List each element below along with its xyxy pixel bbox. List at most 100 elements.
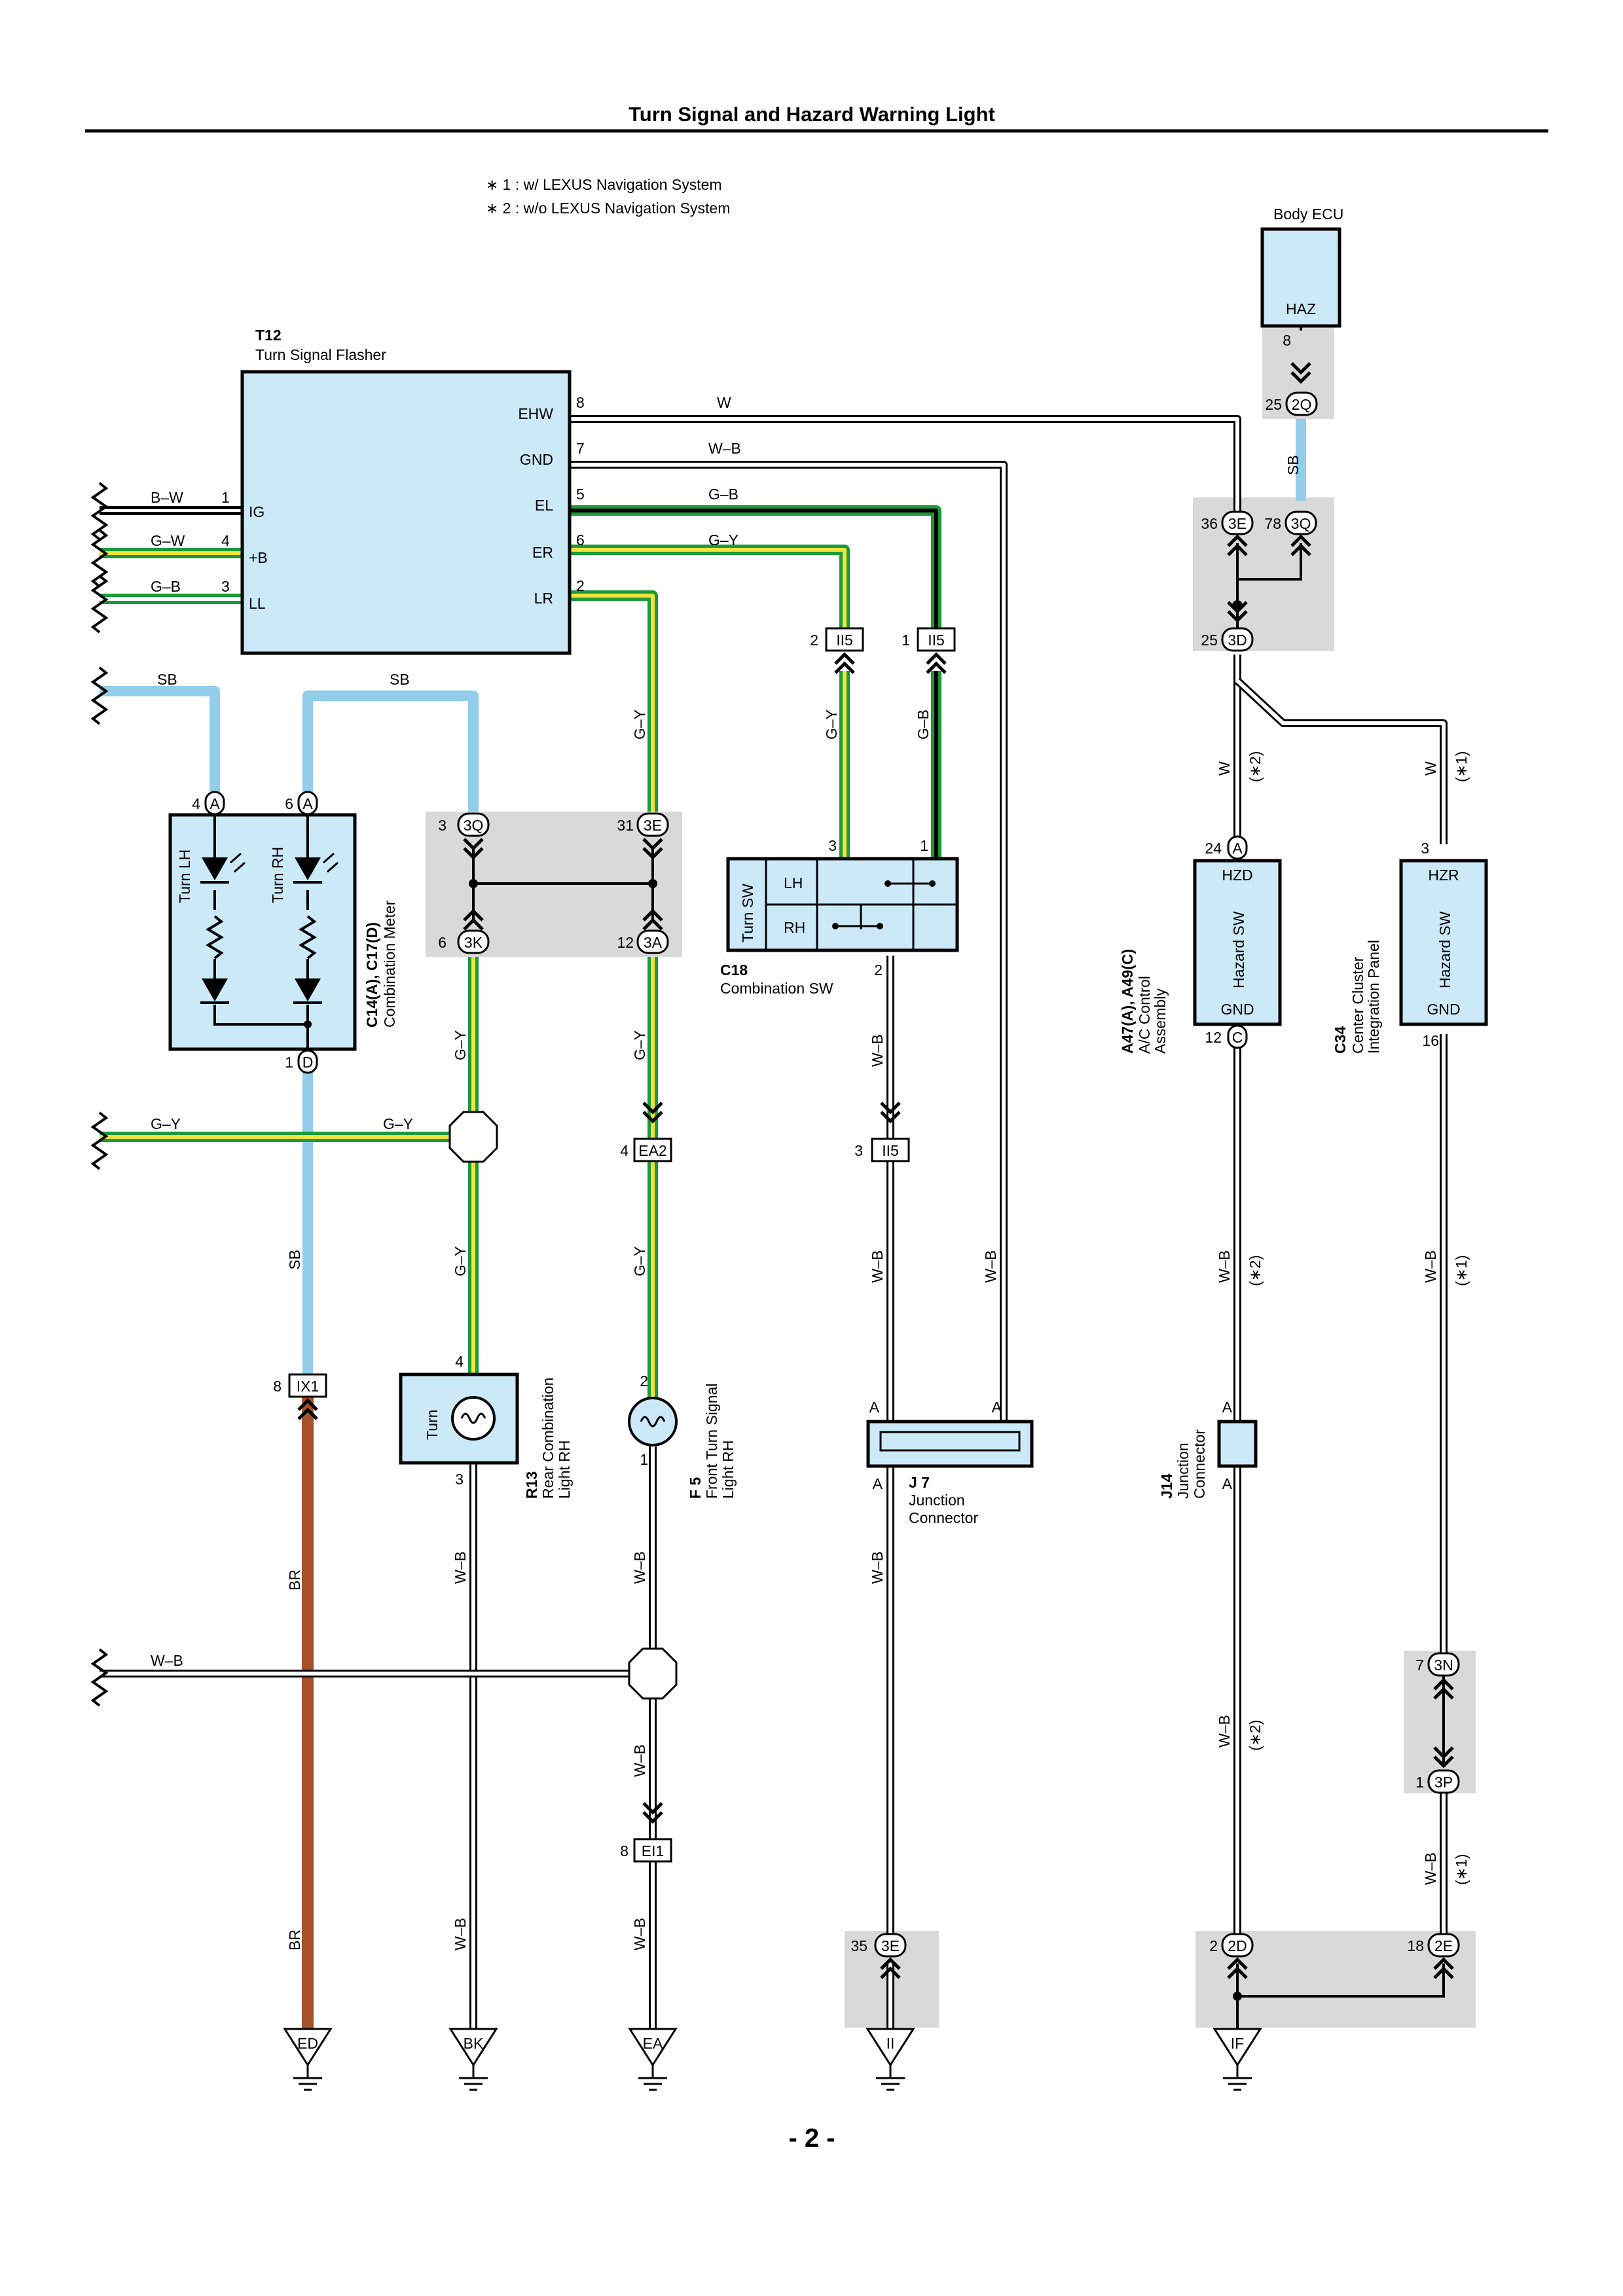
svg-text:3E: 3E xyxy=(881,1937,900,1954)
comb-sw-lh: LH xyxy=(784,874,803,891)
wire-label-w: W xyxy=(717,394,731,411)
meter-turn-rh: Turn RH xyxy=(269,847,286,903)
wire-label-gy-left: G–Y xyxy=(151,1115,181,1132)
j14-code: J14 xyxy=(1158,1473,1175,1499)
wire-label-wb-ea: W–B xyxy=(631,1918,648,1950)
wire-label-gy-3k: G–Y xyxy=(452,1030,469,1060)
j7-name-1: Junction xyxy=(909,1492,965,1509)
svg-text:12: 12 xyxy=(617,934,634,951)
svg-text:II: II xyxy=(886,2035,895,2052)
svg-text:A: A xyxy=(1222,1399,1233,1416)
wire-label-wb-sw: W–B xyxy=(869,1034,886,1067)
splice-point xyxy=(1233,1992,1242,2001)
center-cluster-panel: 3 HZR GND Hazard SW 16 C34 Center Cluste… xyxy=(1332,840,1488,1054)
note-tag-1c: (∗1) xyxy=(1453,1854,1470,1885)
center-cluster-name-2: Integration Panel xyxy=(1365,940,1382,1054)
comb-sw-rh: RH xyxy=(784,919,805,936)
wire-label-gy-rear: G–Y xyxy=(452,1246,469,1276)
note-tag-2: (∗2) xyxy=(1247,751,1264,782)
svg-text:3A: 3A xyxy=(644,934,663,951)
svg-text:18: 18 xyxy=(1407,1937,1424,1954)
wire-label-gb: G–B xyxy=(708,486,739,503)
flasher-name: Turn Signal Flasher xyxy=(255,346,386,363)
wire-label-gy-er: G–Y xyxy=(823,709,840,740)
connector-3p: 3P 1 xyxy=(1415,1748,1460,1794)
ground-if: IF xyxy=(1213,2028,1262,2091)
svg-text:Hazard SW: Hazard SW xyxy=(1230,911,1247,988)
j14-name-1: Junction xyxy=(1175,1443,1192,1499)
flasher-pin-el: EL xyxy=(535,497,553,514)
front-light-name-2: Light RH xyxy=(720,1441,737,1499)
svg-text:4: 4 xyxy=(192,795,200,812)
connector-ix1: IX1 8 xyxy=(273,1373,327,1419)
front-turn-signal-light: 2 1 F 5 Front Turn Signal Light RH xyxy=(628,1372,737,1499)
flasher-pin-num-3: 3 xyxy=(221,578,230,595)
svg-text:EA2: EA2 xyxy=(638,1142,666,1159)
junction-octagon-gy xyxy=(448,1111,498,1163)
svg-text:8: 8 xyxy=(620,1842,629,1859)
svg-text:3D: 3D xyxy=(1228,632,1247,649)
wire-label-wb-c34: W–B xyxy=(1422,1250,1439,1283)
wire-label-br-ed: BR xyxy=(286,1929,303,1950)
svg-text:78: 78 xyxy=(1264,515,1281,532)
svg-text:II5: II5 xyxy=(836,632,853,649)
svg-text:A: A xyxy=(873,1475,883,1492)
rear-light-name-1: Rear Combination xyxy=(539,1378,556,1499)
connector-ea2: EA2 4 xyxy=(620,1103,672,1162)
wire-break-marks xyxy=(92,482,107,1707)
svg-text:8: 8 xyxy=(273,1378,282,1395)
svg-text:IX1: IX1 xyxy=(297,1378,319,1395)
flasher-pin-gnd: GND xyxy=(520,451,553,468)
svg-text:1: 1 xyxy=(902,632,910,649)
center-cluster-name-1: Center Cluster xyxy=(1349,956,1366,1054)
meter-code: C14(A), C17(D) xyxy=(363,922,380,1028)
svg-text:3K: 3K xyxy=(464,934,483,951)
wire-label-bw: B–W xyxy=(151,489,183,506)
svg-text:A: A xyxy=(1232,840,1243,857)
svg-text:1: 1 xyxy=(640,1451,648,1468)
ac-control-name-1: A/C Control xyxy=(1136,976,1153,1054)
connector-2q: 2Q 25 xyxy=(1265,391,1318,416)
connector-2e: 2E 18 xyxy=(1407,1933,1460,1978)
svg-text:1: 1 xyxy=(1415,1774,1424,1791)
body-ecu-name: Body ECU xyxy=(1273,206,1343,223)
wire-label-wb-ei1: W–B xyxy=(631,1744,648,1777)
page-number: - 2 - xyxy=(788,2124,835,2153)
splice-point xyxy=(648,879,657,888)
svg-text:12: 12 xyxy=(1205,1029,1222,1046)
svg-text:HZR: HZR xyxy=(1428,867,1459,884)
svg-text:A: A xyxy=(210,795,220,812)
connector-3e-mid: 3E 31 xyxy=(617,812,669,857)
wire-label-wb-j14: W–B xyxy=(1216,1715,1233,1748)
connector-ii5-b: II5 1 xyxy=(902,627,956,673)
svg-text:II5: II5 xyxy=(882,1142,899,1159)
svg-text:A: A xyxy=(302,795,313,812)
svg-text:IF: IF xyxy=(1231,2035,1244,2052)
flasher-pin-ehw: EHW xyxy=(518,405,553,422)
body-ecu-pin-num: 8 xyxy=(1283,332,1291,349)
wire-label-sb-right: SB xyxy=(390,671,410,688)
front-light-name-1: Front Turn Signal xyxy=(703,1384,720,1499)
ac-control-assembly: A 24 HZD GND Hazard SW C 12 A47(A), A49(… xyxy=(1119,835,1282,1054)
rear-combination-light: Turn 4 3 R13 Rear Combination Light RH xyxy=(399,1353,573,1499)
svg-text:6: 6 xyxy=(438,934,447,951)
comb-sw-turn: Turn SW xyxy=(739,884,756,942)
connector-3n: 3N 7 xyxy=(1415,1652,1460,1698)
combination-meter: A 4 A 6 D 1 Turn LH Turn RH C14(A), C17(… xyxy=(168,791,398,1074)
connector-3q-mid: 3Q 3 xyxy=(438,812,490,857)
wire-label-gy: G–Y xyxy=(708,531,739,548)
svg-text:4: 4 xyxy=(455,1353,464,1370)
flasher-pin-num-8: 8 xyxy=(576,394,585,411)
svg-text:2D: 2D xyxy=(1228,1937,1247,1954)
center-cluster-code: C34 xyxy=(1332,1026,1349,1054)
svg-text:4: 4 xyxy=(620,1142,629,1159)
svg-text:3: 3 xyxy=(438,817,447,834)
flasher-pin-num-2: 2 xyxy=(576,577,585,594)
svg-text:31: 31 xyxy=(617,817,634,834)
ac-control-code: A47(A), A49(C) xyxy=(1119,949,1136,1054)
wire-label-wb-bk: W–B xyxy=(452,1918,469,1950)
svg-text:A: A xyxy=(1222,1475,1233,1492)
connector-ei1: EI1 8 xyxy=(620,1803,672,1863)
